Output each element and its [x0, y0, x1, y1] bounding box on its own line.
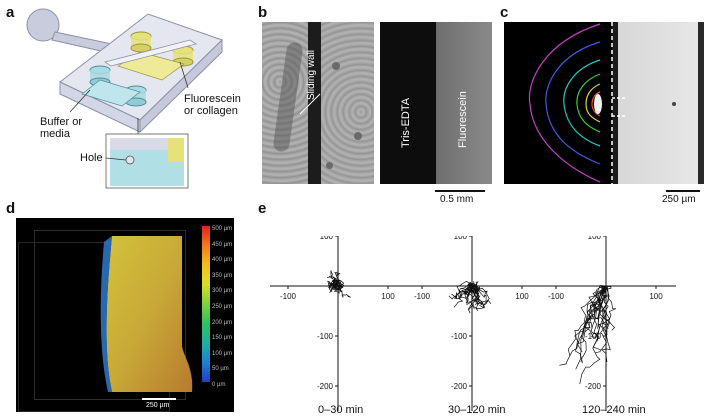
x-tick-label: 100 [649, 292, 663, 301]
x-tick-label: 100 [515, 292, 529, 301]
cell-track [328, 283, 339, 290]
tris-edta-label: Tris-EDTA [400, 97, 412, 148]
track-plot-caption: 0–30 min [318, 404, 364, 416]
y-tick-label: -200 [317, 382, 334, 391]
microfluidic-device-diagram [26, 8, 223, 189]
panel-c-scale-label: 250 µm [662, 194, 696, 205]
cell-track [585, 285, 607, 329]
track-plot-30-120-min: -100 100 100 -100 -200 [402, 236, 542, 411]
cell-track [328, 270, 339, 287]
fluorescein-callout: Fluorescein or collagen [184, 93, 241, 117]
panel-d-label: d [6, 200, 16, 217]
colorbar-ticks: 500 µm 450 µm 400 µm 350 µm 300 µm 250 µ… [212, 226, 233, 388]
panel-a-label: a [6, 4, 15, 21]
cell-track [331, 282, 342, 291]
collagen-volume [100, 236, 193, 392]
hole-inset [105, 133, 189, 189]
x-tick-label: 100 [381, 292, 395, 301]
cell-track [590, 285, 607, 338]
cell-track [464, 282, 478, 303]
cell-track [453, 285, 474, 308]
cell-track [471, 283, 492, 306]
buffer-wells [81, 65, 147, 107]
panel-d-scale-label: 250 µm [146, 402, 170, 409]
sliding-wall-annotation: Sliding wall [306, 49, 317, 100]
panel-b-scale-bar [435, 190, 485, 192]
buffer-callout: Buffer or media [40, 116, 82, 140]
panel-b-scale-label: 0.5 mm [440, 194, 474, 205]
panel-d-scale-bar [142, 398, 176, 400]
cell-track [575, 285, 607, 370]
panel-e-label: e [258, 200, 267, 217]
cell-track [598, 285, 615, 331]
x-tick-label: -100 [548, 292, 565, 301]
cell-track [567, 285, 607, 356]
brightfield-image [262, 22, 374, 184]
concentration-contours [528, 23, 602, 183]
track-plot-0-30-min: -100 100 100 -100 -200 [270, 236, 408, 411]
cell-track [580, 285, 607, 363]
y-tick-label: 100 [588, 236, 602, 241]
track-plot-caption: 30–120 min [448, 404, 506, 416]
cell-track [327, 281, 339, 289]
cell-track [466, 281, 479, 293]
contour-image [504, 22, 612, 184]
cell-tracks-plots: -100 100 100 -100 -200 -100 100 100 -100 -200 -1… [270, 236, 676, 411]
hole-callout: Hole [80, 152, 103, 164]
cell-track [575, 285, 607, 364]
fluorescence-image [380, 22, 492, 184]
brightfield-c-image [612, 22, 704, 184]
fluorescein-image-label: Fluorescein [457, 91, 469, 148]
cell-track [593, 285, 608, 329]
panel-c-scale-bar [666, 190, 700, 192]
panel-b-label: b [258, 4, 268, 21]
cell-track [334, 271, 342, 287]
track-plot-caption: 120–240 min [582, 404, 646, 416]
y-tick-label: -100 [317, 332, 334, 341]
cell-track [471, 285, 487, 298]
cell-track [471, 285, 481, 312]
x-tick-label: -100 [414, 292, 431, 301]
y-tick-label: -200 [585, 382, 602, 391]
y-tick-label: -100 [451, 332, 468, 341]
panel-c-label: c [500, 4, 509, 21]
y-tick-label: -200 [451, 382, 468, 391]
cell-track [597, 285, 610, 337]
sliding-wall [104, 39, 197, 67]
cell-track [337, 284, 345, 293]
y-tick-label: 100 [320, 236, 334, 241]
y-tick-label: 100 [454, 236, 468, 241]
depth-colorbar [202, 226, 210, 382]
cell-track [337, 282, 343, 294]
x-tick-label: -100 [280, 292, 297, 301]
